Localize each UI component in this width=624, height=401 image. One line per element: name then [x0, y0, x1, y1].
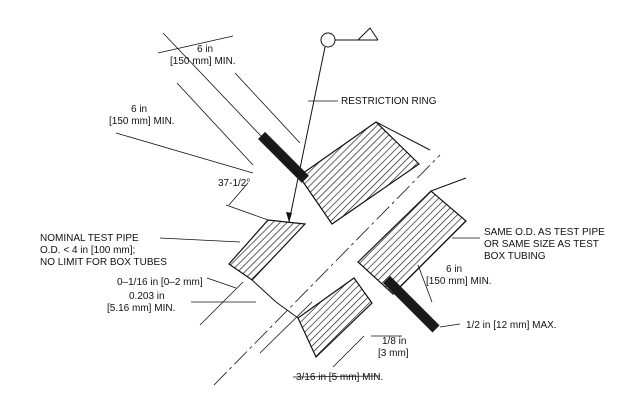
all-around-circle-icon [320, 32, 336, 48]
upper-pipe [298, 121, 467, 295]
same-od-label: SAME O.D. AS TEST PIPE OR SAME SIZE AS T… [484, 227, 608, 262]
dim-0203-label: 0.203 in [5.16 mm] MIN. [107, 291, 175, 314]
dim-6in-right-line1: 6 in [446, 264, 462, 275]
nominal-test-pipe-line1: NOMINAL TEST PIPE [40, 233, 139, 244]
restriction-ring-label: RESTRICTION RING [341, 96, 437, 107]
same-od-line1: SAME O.D. AS TEST PIPE [484, 227, 605, 238]
dimension-lines [115, 32, 461, 378]
dim-0203-line2: [5.16 mm] MIN. [107, 303, 175, 314]
dim-18in-line2: [3 mm] [378, 348, 409, 359]
dim-12in-label: 1/2 in [12 mm] MAX. [466, 320, 557, 331]
dim-6in-left-line1: 6 in [131, 104, 147, 115]
dim-6in-left-line2: [150 mm] MIN. [109, 116, 175, 127]
same-od-line3: BOX TUBING [484, 251, 546, 262]
test-pipe [228, 219, 373, 359]
dim-0203-line1: 0.203 in [129, 291, 165, 302]
dim-6in-right: 6 in [150 mm] MIN. [426, 264, 492, 287]
weld-symbol [286, 27, 379, 223]
same-od-line2: OR SAME SIZE AS TEST [484, 239, 599, 250]
angle-label: 37-1/2° [218, 178, 250, 189]
dim-316in-label: 3/16 in [5 mm] MIN. [296, 372, 383, 383]
dim-6in-top: 6 in [150 mm] MIN. [170, 44, 236, 67]
pipe-centerline [213, 154, 441, 386]
nominal-test-pipe-label: NOMINAL TEST PIPE O.D. < 4 in [100 mm]; … [40, 233, 167, 268]
weld-symbol-leader [288, 46, 326, 223]
dim-18in-line1: 1/8 in [382, 336, 406, 347]
dim-6in-top-line2: [150 mm] MIN. [170, 56, 236, 67]
dim-18in-label: 1/8 in [3 mm] [378, 336, 409, 359]
dim-6in-right-line2: [150 mm] MIN. [426, 276, 492, 287]
nominal-test-pipe-line3: NO LIMIT FOR BOX TUBES [40, 257, 167, 268]
nominal-test-pipe-line2: O.D. < 4 in [100 mm]; [40, 245, 135, 256]
dim-6in-left: 6 in [150 mm] MIN. [109, 104, 175, 127]
restriction-ring-lower [383, 275, 440, 333]
dim-gap-label: 0–1/16 in [0–2 mm] [117, 277, 203, 288]
restriction-ring-upper [258, 131, 309, 183]
dim-6in-top-line1: 6 in [197, 44, 213, 55]
